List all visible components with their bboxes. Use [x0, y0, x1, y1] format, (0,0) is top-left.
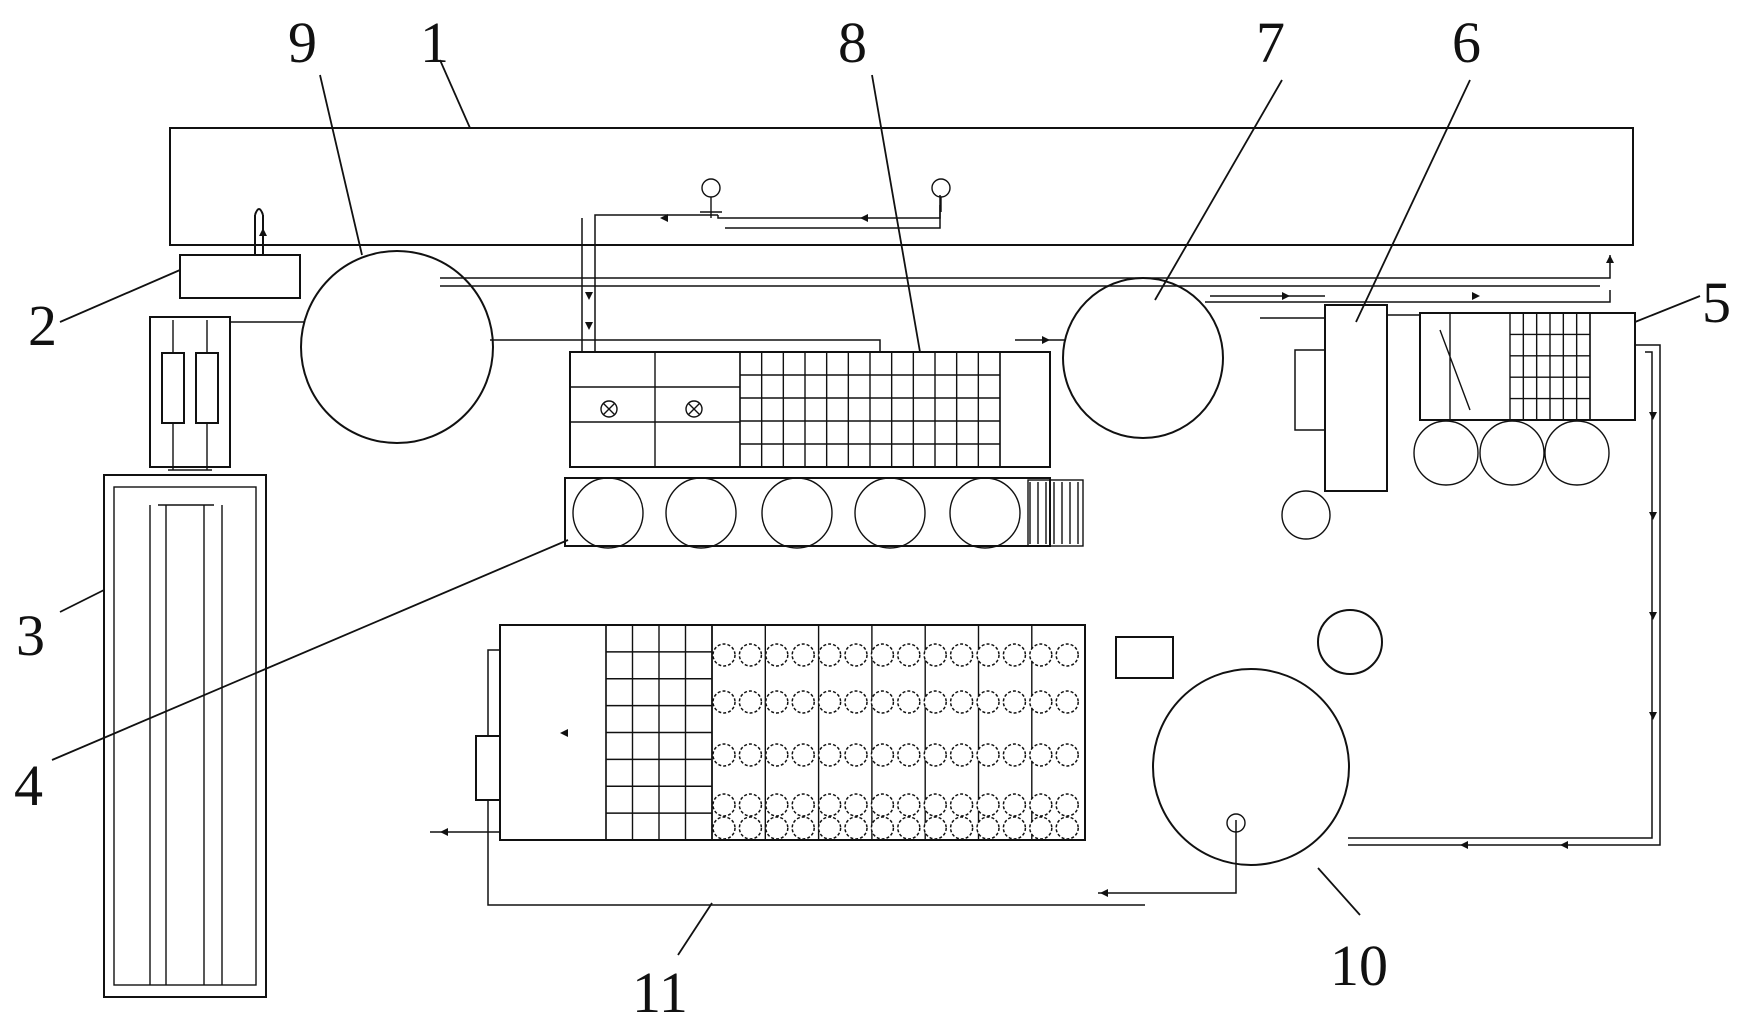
- component-5-unit: [1413, 312, 1636, 486]
- label-10: 10: [1330, 933, 1388, 998]
- component-2-box: [179, 254, 301, 299]
- component-8-unit: [569, 351, 1051, 468]
- control-box: [1115, 636, 1174, 679]
- component-9-circle: [300, 250, 494, 444]
- label-4: 4: [14, 753, 43, 818]
- component-10-circle: [1152, 668, 1350, 866]
- flow-arrows: [259, 214, 1657, 897]
- labels: 1 2 3 4 5 6 7 8 9 10 11: [14, 10, 1731, 1021]
- component-10-small-circle: [1317, 609, 1383, 675]
- component-3-tank: [103, 316, 305, 998]
- label-5: 5: [1702, 270, 1731, 335]
- label-1: 1: [420, 10, 449, 75]
- label-9: 9: [288, 10, 317, 75]
- component-4-row: [564, 477, 1084, 549]
- label-7: 7: [1256, 10, 1285, 75]
- label-11: 11: [632, 960, 688, 1021]
- label-6: 6: [1452, 10, 1481, 75]
- component-1-tank: [169, 127, 1634, 246]
- component-11-beds: [430, 624, 1237, 906]
- label-8: 8: [838, 10, 867, 75]
- label-2: 2: [28, 293, 57, 358]
- label-3: 3: [16, 603, 45, 668]
- component-7-circle: [1062, 277, 1224, 439]
- component-6-unit: [1281, 304, 1388, 540]
